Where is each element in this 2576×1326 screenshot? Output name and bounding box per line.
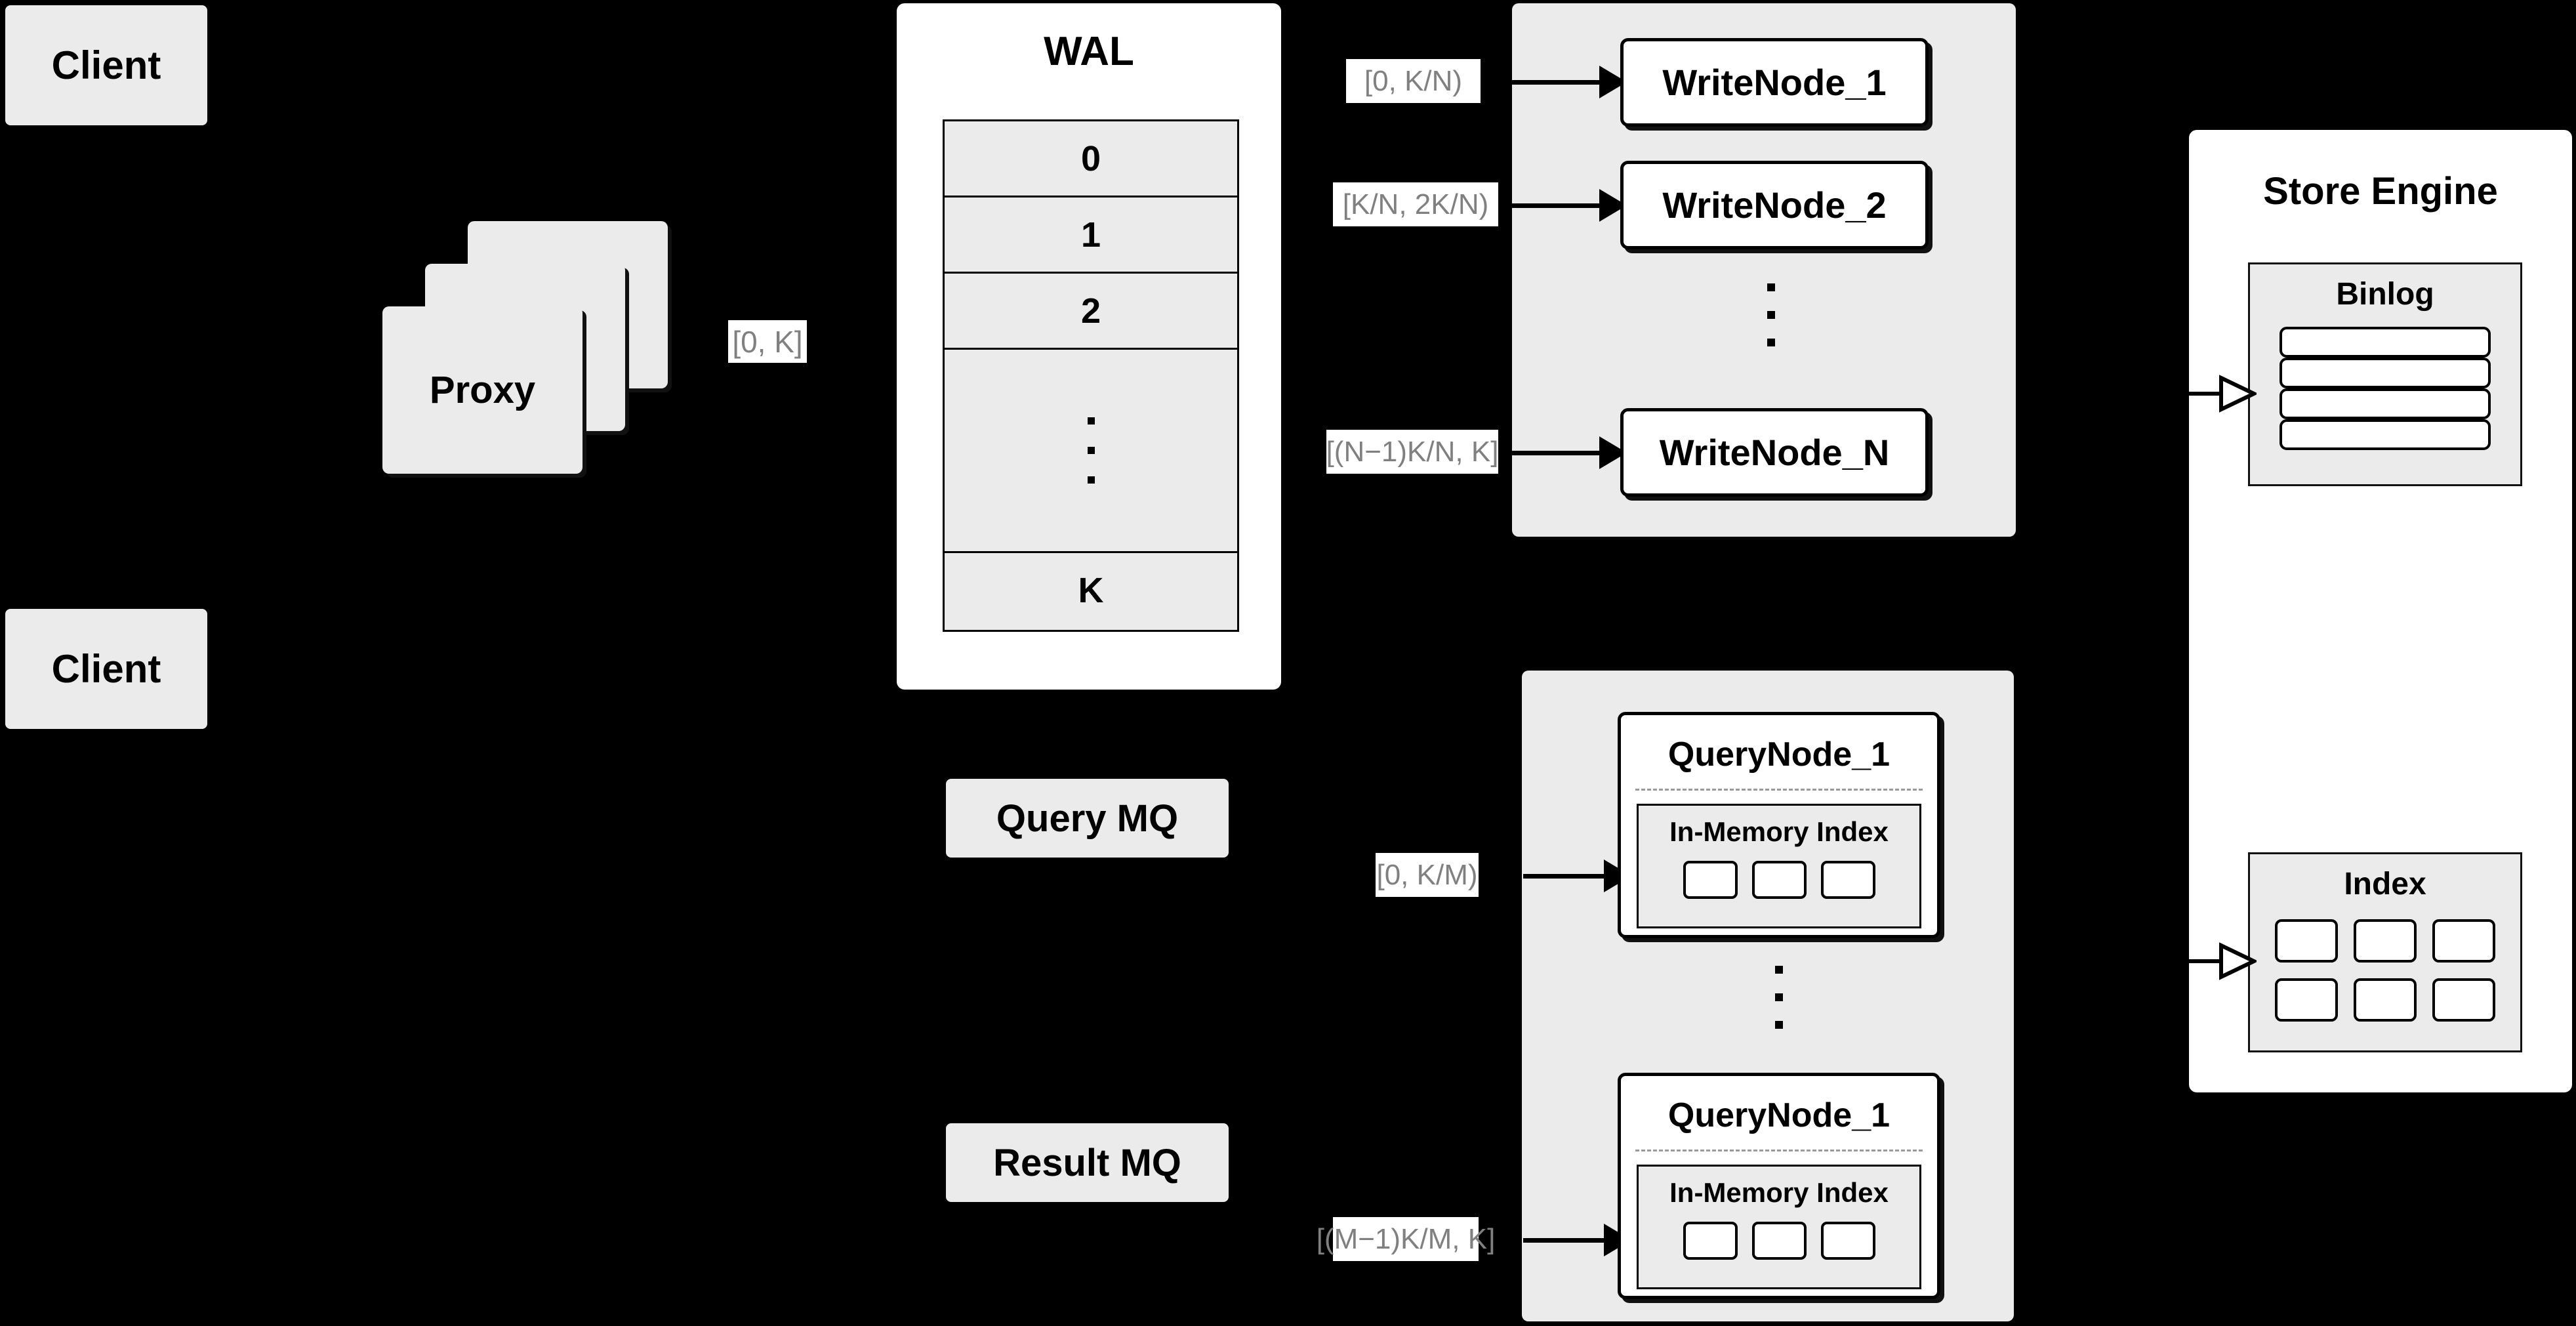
edge-label-write-node-n-text: [(N−1)K/N, K] (1326, 435, 1499, 468)
wal-row-label: 1 (1080, 215, 1101, 255)
binlog-row[interactable] (2280, 358, 2491, 388)
binlog-rows (2250, 327, 2520, 450)
arrow-into-binlog (2184, 374, 2257, 413)
query-node-m-separator (1635, 1150, 1923, 1151)
wal-row-last[interactable]: K (945, 553, 1237, 627)
query-cluster-ellipsis (1775, 966, 1783, 1029)
index-cell[interactable] (1751, 1222, 1807, 1260)
client-node-1-label: Client (51, 43, 161, 87)
wal-row[interactable]: 1 (945, 197, 1237, 274)
index-cell[interactable] (2275, 978, 2338, 1022)
ellipsis-dot-icon (1767, 339, 1775, 346)
write-node-2-label: WriteNode_2 (1662, 184, 1887, 226)
index-grid-row (2275, 919, 2495, 963)
hollow-arrow-head-icon (2219, 375, 2257, 413)
query-node-m[interactable]: QueryNode_1 In-Memory Index (1618, 1073, 1940, 1299)
index-cell[interactable] (1820, 861, 1875, 899)
ellipsis-dot-icon (1775, 1021, 1783, 1029)
client-node-1[interactable]: Client (5, 5, 207, 125)
ellipsis-dot-icon (1767, 311, 1775, 319)
proxy-stack[interactable]: Proxy (382, 221, 678, 474)
in-memory-index-title: In-Memory Index (1669, 816, 1889, 847)
binlog-row[interactable] (2280, 388, 2491, 419)
write-node-n[interactable]: WriteNode_N (1620, 408, 1929, 497)
result-mq-label: Result MQ (993, 1141, 1181, 1184)
binlog-title: Binlog (2336, 277, 2434, 312)
edge-label-proxy-to-wal-text: [0, K] (732, 324, 803, 359)
arrow-wal-to-write-node-n (1509, 436, 1627, 469)
index-panel: Index (2248, 852, 2522, 1052)
arrow-wal-to-write-node-2 (1509, 189, 1627, 222)
in-memory-index-cells (1639, 861, 1919, 899)
index-cell[interactable] (1683, 1222, 1738, 1260)
index-grid (2250, 919, 2520, 1022)
arrow-wal-to-write-node-1 (1509, 66, 1627, 98)
edge-label-write-node-2: [K/N, 2K/N) (1333, 182, 1498, 226)
index-cell[interactable] (2354, 978, 2417, 1022)
write-node-n-label: WriteNode_N (1659, 432, 1890, 473)
index-cell[interactable] (2275, 919, 2338, 963)
query-mq-label: Query MQ (996, 797, 1179, 840)
arrow-into-index (2184, 942, 2257, 981)
store-engine-title: Store Engine (2263, 170, 2498, 213)
wal-row[interactable]: 2 (945, 274, 1237, 350)
edge-label-write-node-n: [(N−1)K/N, K] (1326, 430, 1498, 474)
ellipsis-dot-icon (1775, 966, 1783, 974)
edge-label-write-node-1-text: [0, K/N) (1364, 64, 1463, 97)
binlog-panel: Binlog (2248, 262, 2522, 486)
edge-label-query-node-1: [0, K/M) (1376, 853, 1479, 897)
wal-row-ellipsis (945, 350, 1237, 553)
wal-row-label: 2 (1080, 291, 1101, 331)
store-engine-panel: Store Engine Binlog Index (2189, 130, 2572, 1092)
proxy-label: Proxy (429, 369, 536, 411)
ellipsis-dot-icon (1087, 417, 1095, 425)
index-cell[interactable] (1751, 861, 1807, 899)
edge-label-query-node-m-text: [(M−1)K/M, K] (1316, 1222, 1496, 1255)
in-memory-index-cells (1639, 1222, 1919, 1260)
binlog-row[interactable] (2280, 419, 2491, 450)
wal-title: WAL (1044, 29, 1134, 74)
arrow-mq-to-query-node-1 (1523, 860, 1631, 892)
edge-label-write-node-2-text: [K/N, 2K/N) (1342, 188, 1489, 220)
ellipsis-dot-icon (1087, 447, 1095, 454)
query-node-m-in-memory-index: In-Memory Index (1637, 1165, 1921, 1289)
wal-panel: WAL 0 1 2 K (897, 3, 1281, 690)
index-grid-row (2275, 978, 2495, 1022)
wal-row-label: K (1078, 570, 1104, 610)
query-node-1-in-memory-index: In-Memory Index (1637, 804, 1921, 928)
edge-label-write-node-1: [0, K/N) (1346, 59, 1481, 103)
binlog-row[interactable] (2280, 327, 2491, 358)
client-node-2[interactable]: Client (5, 609, 207, 729)
hollow-arrow-head-icon (2219, 942, 2257, 980)
index-cell[interactable] (2354, 919, 2417, 963)
index-cell[interactable] (1820, 1222, 1875, 1260)
write-node-2[interactable]: WriteNode_2 (1620, 161, 1929, 249)
edge-label-query-node-m: [(M−1)K/M, K] (1317, 1217, 1495, 1261)
wal-row-label: 0 (1080, 138, 1101, 178)
ellipsis-dot-icon (1775, 993, 1783, 1001)
write-node-1[interactable]: WriteNode_1 (1620, 38, 1929, 127)
result-mq-node[interactable]: Result MQ (946, 1123, 1229, 1202)
in-memory-index-title: In-Memory Index (1669, 1177, 1889, 1208)
ellipsis-dot-icon (1087, 476, 1095, 484)
edge-label-query-node-1-text: [0, K/M) (1376, 858, 1478, 891)
client-node-2-label: Client (51, 647, 161, 691)
ellipsis-dot-icon (1767, 283, 1775, 291)
index-cell[interactable] (2432, 919, 2495, 963)
edge-label-proxy-to-wal: [0, K] (728, 320, 807, 363)
wal-row[interactable]: 0 (945, 121, 1237, 197)
query-mq-node[interactable]: Query MQ (946, 779, 1229, 858)
query-node-1-separator (1635, 789, 1923, 791)
query-node-m-title: QueryNode_1 (1667, 1096, 1891, 1134)
write-node-1-label: WriteNode_1 (1662, 62, 1887, 103)
index-title: Index (2344, 867, 2426, 901)
wal-table: 0 1 2 K (943, 119, 1239, 632)
query-node-1-title: QueryNode_1 (1667, 736, 1891, 774)
arrow-mq-to-query-node-m (1523, 1224, 1631, 1256)
query-node-1[interactable]: QueryNode_1 In-Memory Index (1618, 712, 1940, 938)
index-cell[interactable] (1683, 861, 1738, 899)
proxy-card-front[interactable]: Proxy (382, 306, 583, 474)
index-cell[interactable] (2432, 978, 2495, 1022)
write-cluster-ellipsis (1767, 283, 1775, 346)
